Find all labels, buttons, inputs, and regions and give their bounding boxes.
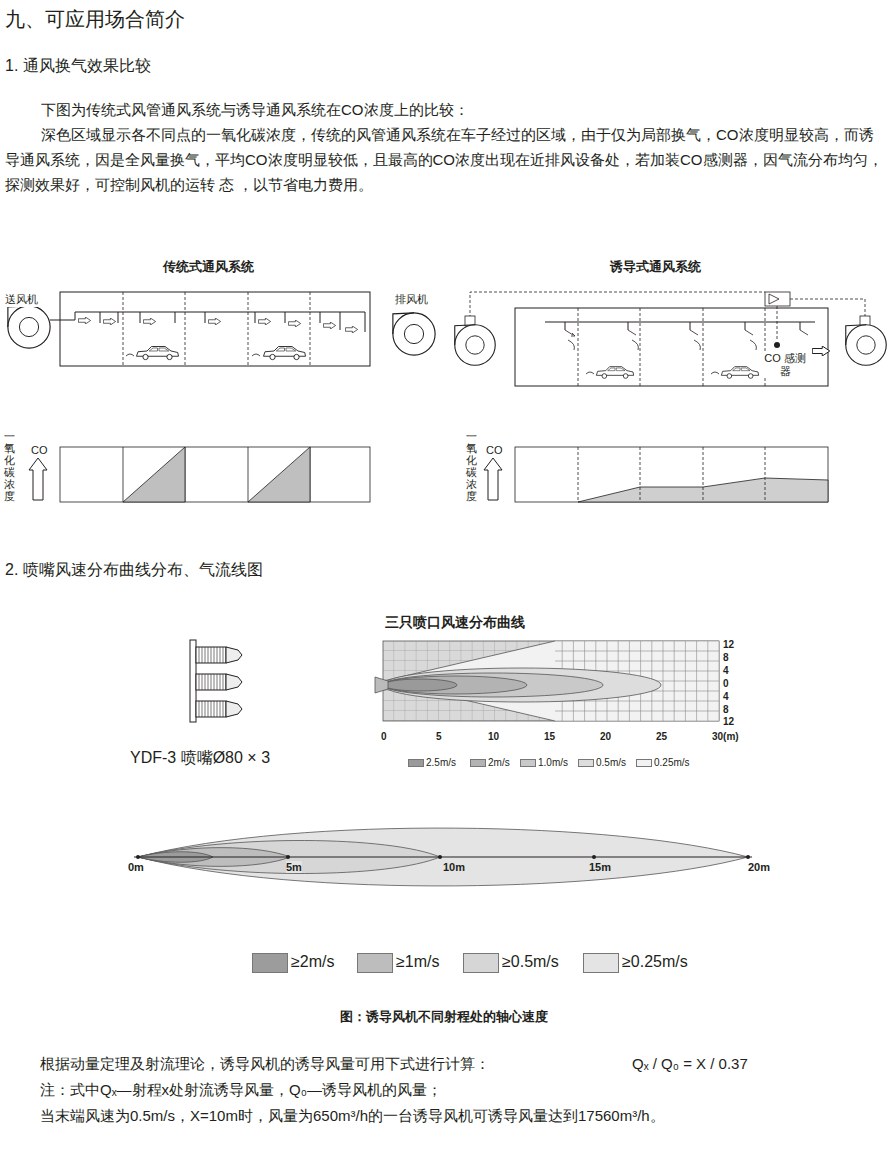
distance-label: 5m (286, 861, 302, 873)
axis-tick: 10 (488, 731, 499, 742)
thread-line (202, 674, 203, 690)
thread-line (220, 647, 221, 663)
grid-line (555, 641, 719, 642)
thread-line (223, 647, 224, 663)
axis-tick: 0 (723, 678, 729, 689)
figure-caption: 图：诱导风机不同射程处的轴心速度 (340, 1008, 548, 1026)
distance-label: 0m (128, 861, 144, 873)
legend-swatch (636, 759, 652, 767)
thread-line (223, 701, 224, 717)
thread-line (217, 701, 218, 717)
thread-line (199, 701, 200, 717)
thread-line (211, 647, 212, 663)
distance-label: 10m (443, 861, 465, 873)
axis-tick: 4 (723, 665, 729, 676)
section-heading: 1. 通风换气效果比较 (5, 56, 151, 77)
legend-text: ≥1m/s (396, 953, 439, 971)
legend-swatch (408, 759, 424, 767)
legend-text: ≥2m/s (291, 953, 334, 971)
legend-swatch (252, 953, 288, 973)
axis-tick: 30(m) (712, 731, 739, 742)
legend-swatch (583, 953, 619, 973)
legend-text: ≥0.5m/s (502, 953, 559, 971)
formula-text: 根据动量定理及射流理论，诱导风机的诱导风量可用下式进行计算： (40, 1055, 490, 1074)
legend-text: 2.5m/s (426, 757, 456, 768)
thread-line (220, 674, 221, 690)
axis-tick: 20 (600, 731, 611, 742)
legend-text: ≥0.25m/s (622, 953, 688, 971)
thread-line (202, 701, 203, 717)
thread-line (208, 674, 209, 690)
axis-tick: 25 (656, 731, 667, 742)
thread-line (199, 674, 200, 690)
axis-tick: 4 (723, 691, 729, 702)
thread-line (211, 674, 212, 690)
axis-tick: 12 (723, 716, 734, 727)
axis-tick: 8 (723, 652, 729, 663)
axis-label: 一氧化碳浓度 (466, 430, 477, 503)
distance-label: 15m (589, 861, 611, 873)
legend-swatch (357, 953, 393, 973)
thread-line (217, 674, 218, 690)
axis-label: 一氧化碳浓度 (4, 430, 15, 503)
section-heading: 2. 喷嘴风速分布曲线分布、气流线图 (5, 560, 263, 581)
legend-text: 2m/s (488, 757, 510, 768)
chart-title: 三只喷口风速分布曲线 (385, 614, 525, 632)
thread-line (220, 701, 221, 717)
grid-line (555, 711, 719, 712)
sensor-label: CO 感测器 (764, 352, 806, 378)
note-text: 当末端风速为0.5m/s，X=10m时，风量为650m³/h的一台诱导风机可诱导… (40, 1107, 665, 1126)
axis-tick: 8 (723, 704, 729, 715)
paragraph: 深色区域显示各不同点的一氧化碳浓度，传统的风管通风系统在车子经过的区域，由于仅为… (5, 122, 885, 197)
distance-label: 20m (748, 861, 770, 873)
axis-tick: 12 (723, 639, 734, 650)
thread-line (208, 701, 209, 717)
grid-line (555, 721, 719, 722)
legend-text: 0.25m/s (654, 757, 690, 768)
thread-line (205, 701, 206, 717)
nozzle-label: YDF-3 喷嘴Ø80 × 3 (130, 748, 270, 769)
thread-line (211, 701, 212, 717)
axis-tick: 5 (436, 731, 442, 742)
axis-label: CO (31, 444, 48, 456)
legend-swatch (470, 759, 486, 767)
thread-line (205, 647, 206, 663)
thread-line (217, 647, 218, 663)
grid-line (555, 661, 719, 662)
diagram-heading: 传统式通风系统 (163, 258, 254, 276)
thread-line (214, 647, 215, 663)
thread-line (208, 647, 209, 663)
grid-line (555, 651, 719, 652)
diagram-heading: 诱导式通风系统 (610, 258, 701, 276)
legend-swatch (520, 759, 536, 767)
axis-tick: 0 (381, 731, 387, 742)
legend-text: 0.5m/s (596, 757, 626, 768)
paragraph: 下图为传统式风管通风系统与诱导通风系统在CO浓度上的比较： (5, 97, 885, 122)
fan-label: 送风机 (5, 292, 38, 307)
formula: Qₓ / Q₀ = X / 0.37 (632, 1055, 748, 1072)
fan-label: 排风机 (395, 292, 428, 307)
thread-line (223, 674, 224, 690)
note-text: 注：式中Qₓ—射程x处射流诱导风量，Q₀—诱导风机的风量； (40, 1081, 442, 1100)
legend-text: 1.0m/s (538, 757, 568, 768)
thread-line (214, 674, 215, 690)
thread-line (205, 674, 206, 690)
axis-label: CO (486, 444, 503, 456)
page-title: 九、可应用场合简介 (5, 6, 185, 33)
thread-line (199, 647, 200, 663)
thread-line (214, 701, 215, 717)
axis-tick: 15 (544, 731, 555, 742)
thread-line (202, 647, 203, 663)
legend-swatch (463, 953, 499, 973)
legend-swatch (578, 759, 594, 767)
